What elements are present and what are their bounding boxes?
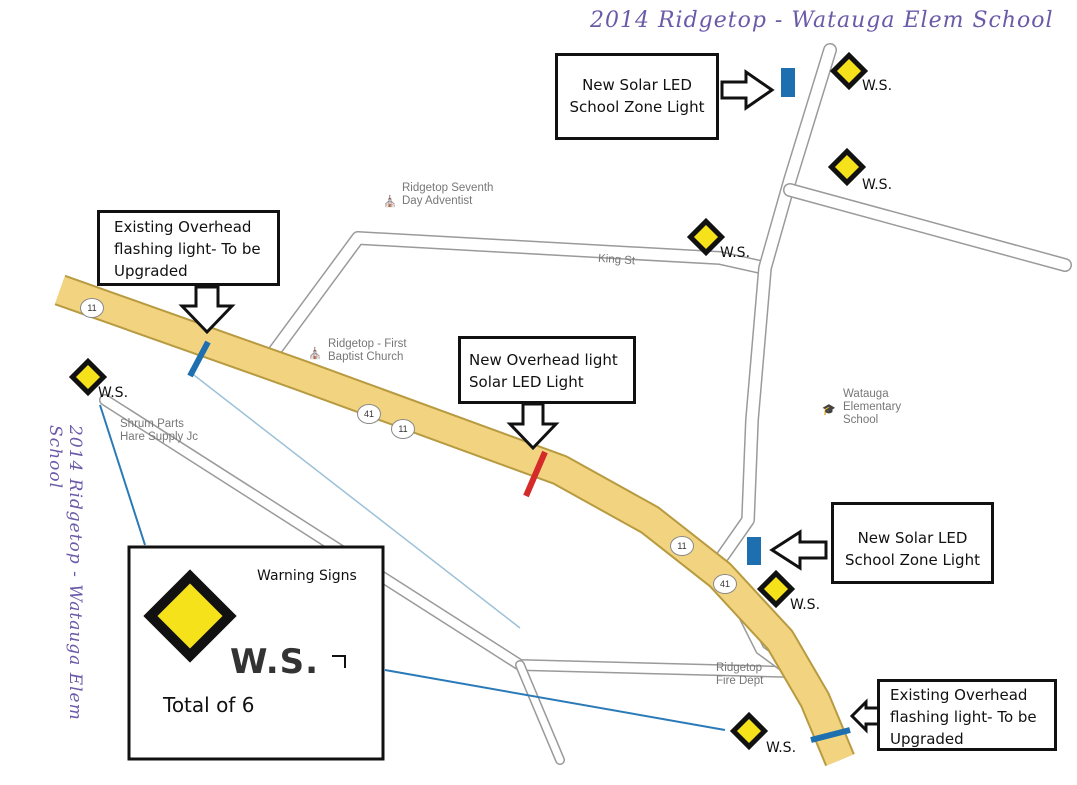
callout-existing-overhead-left: Existing Overhead flashing light- To be … (97, 210, 280, 286)
legend-warning-sign-icon (143, 569, 237, 663)
side-handwritten-title: 2014 Ridgetop - Watauga Elem School (45, 425, 85, 721)
street-outline (713, 43, 837, 567)
warning-sign-icon (827, 147, 867, 187)
callout-line: School Zone Light (845, 551, 980, 569)
warning-sign-label: W.S. (766, 740, 797, 756)
callout-new-overhead-solar: New Overhead light Solar LED Light (458, 336, 636, 404)
legend-total: Total of 6 (163, 693, 255, 717)
highway-shield: 41 (713, 574, 737, 594)
warning-sign-icon (686, 217, 726, 257)
callout-new-solar-right: New Solar LED School Zone Light (831, 502, 994, 584)
warning-sign-label: W.S. (862, 78, 893, 94)
street-fill (784, 184, 1071, 271)
highway-shield: 11 (670, 536, 694, 556)
warning-sign-icon (756, 569, 796, 609)
warning-sign-label: W.S. (720, 245, 751, 261)
callout-new-solar-top: New Solar LED School Zone Light (555, 53, 719, 140)
place-watauga-school: Watauga Elementary School (843, 388, 901, 427)
callout-line: Existing Overhead (114, 218, 252, 236)
callout-line: School Zone Light (569, 98, 705, 116)
top-handwritten-title: 2014 Ridgetop - Watauga Elem School (590, 8, 1054, 33)
church-icon: ⛪ (383, 194, 397, 208)
place-line: Baptist Church (328, 351, 404, 363)
warning-signs (68, 51, 869, 751)
place-line: Ridgetop (716, 662, 763, 674)
warning-sign-label: W.S. (862, 177, 893, 193)
place-line: Shrum Parts (120, 418, 184, 430)
school-zone-light-right (747, 537, 761, 565)
rail-line (189, 371, 521, 629)
arrow-icon (178, 69, 882, 734)
place-shrum-parts: Shrum Parts Hare Supply Jc (120, 418, 198, 444)
warning-sign-icon (729, 711, 769, 751)
school-zone-light-top (781, 68, 795, 97)
leader-line (384, 669, 726, 731)
warning-sign-icon (68, 357, 108, 397)
callout-line: Upgraded (890, 730, 964, 748)
place-line: Hare Supply Jc (120, 431, 198, 443)
legend-box (127, 545, 385, 761)
place-seventh-day: Ridgetop Seventh Day Adventist (402, 182, 493, 208)
warning-sign-label: W.S. (98, 385, 129, 401)
highway-shield: 11 (80, 298, 104, 318)
callout-line: flashing light- To be (890, 708, 1037, 726)
place-fire-dept: Ridgetop Fire Dept (716, 662, 763, 688)
place-line: Watauga (843, 388, 889, 400)
highway-shield: 41 (357, 404, 381, 424)
legend-title: Warning Signs (257, 568, 357, 584)
callout-line: Solar LED Light (469, 373, 584, 391)
place-line: Fire Dept (716, 675, 764, 687)
callout-line: New Solar LED (857, 529, 968, 547)
callout-existing-overhead-bottom: Existing Overhead flashing light- To be … (877, 679, 1057, 751)
church-icon: ⛪ (308, 346, 322, 360)
legend-symbol-label: W.S. (230, 642, 320, 682)
street-fill (714, 44, 836, 566)
callout-line: flashing light- To be (114, 240, 261, 258)
warning-sign-label: W.S. (790, 597, 821, 613)
existing-overhead-light-left (187, 340, 211, 378)
callout-line: New Overhead light (469, 351, 618, 369)
place-line: Ridgetop Seventh (402, 182, 494, 194)
callout-line: New Solar LED (582, 76, 692, 94)
warning-sign-icon (829, 51, 869, 91)
street-king-st: King St (597, 252, 636, 268)
place-line: Ridgetop - First (328, 338, 407, 350)
existing-overhead-light-bottom (810, 727, 851, 743)
place-line: School (843, 414, 879, 426)
street-fill (516, 661, 564, 764)
place-first-baptist: Ridgetop - First Baptist Church (328, 338, 407, 364)
callout-line: Existing Overhead (890, 686, 1028, 704)
highway-shield: 11 (391, 419, 415, 439)
leader-line (99, 404, 146, 546)
corner-mark (332, 655, 346, 668)
place-line: Day Adventist (402, 195, 473, 207)
school-icon: 🎓 (822, 403, 836, 416)
street-fill (262, 232, 771, 366)
new-overhead-light (523, 450, 548, 498)
callout-line: Upgraded (114, 262, 188, 280)
place-line: Elementary (843, 401, 902, 413)
